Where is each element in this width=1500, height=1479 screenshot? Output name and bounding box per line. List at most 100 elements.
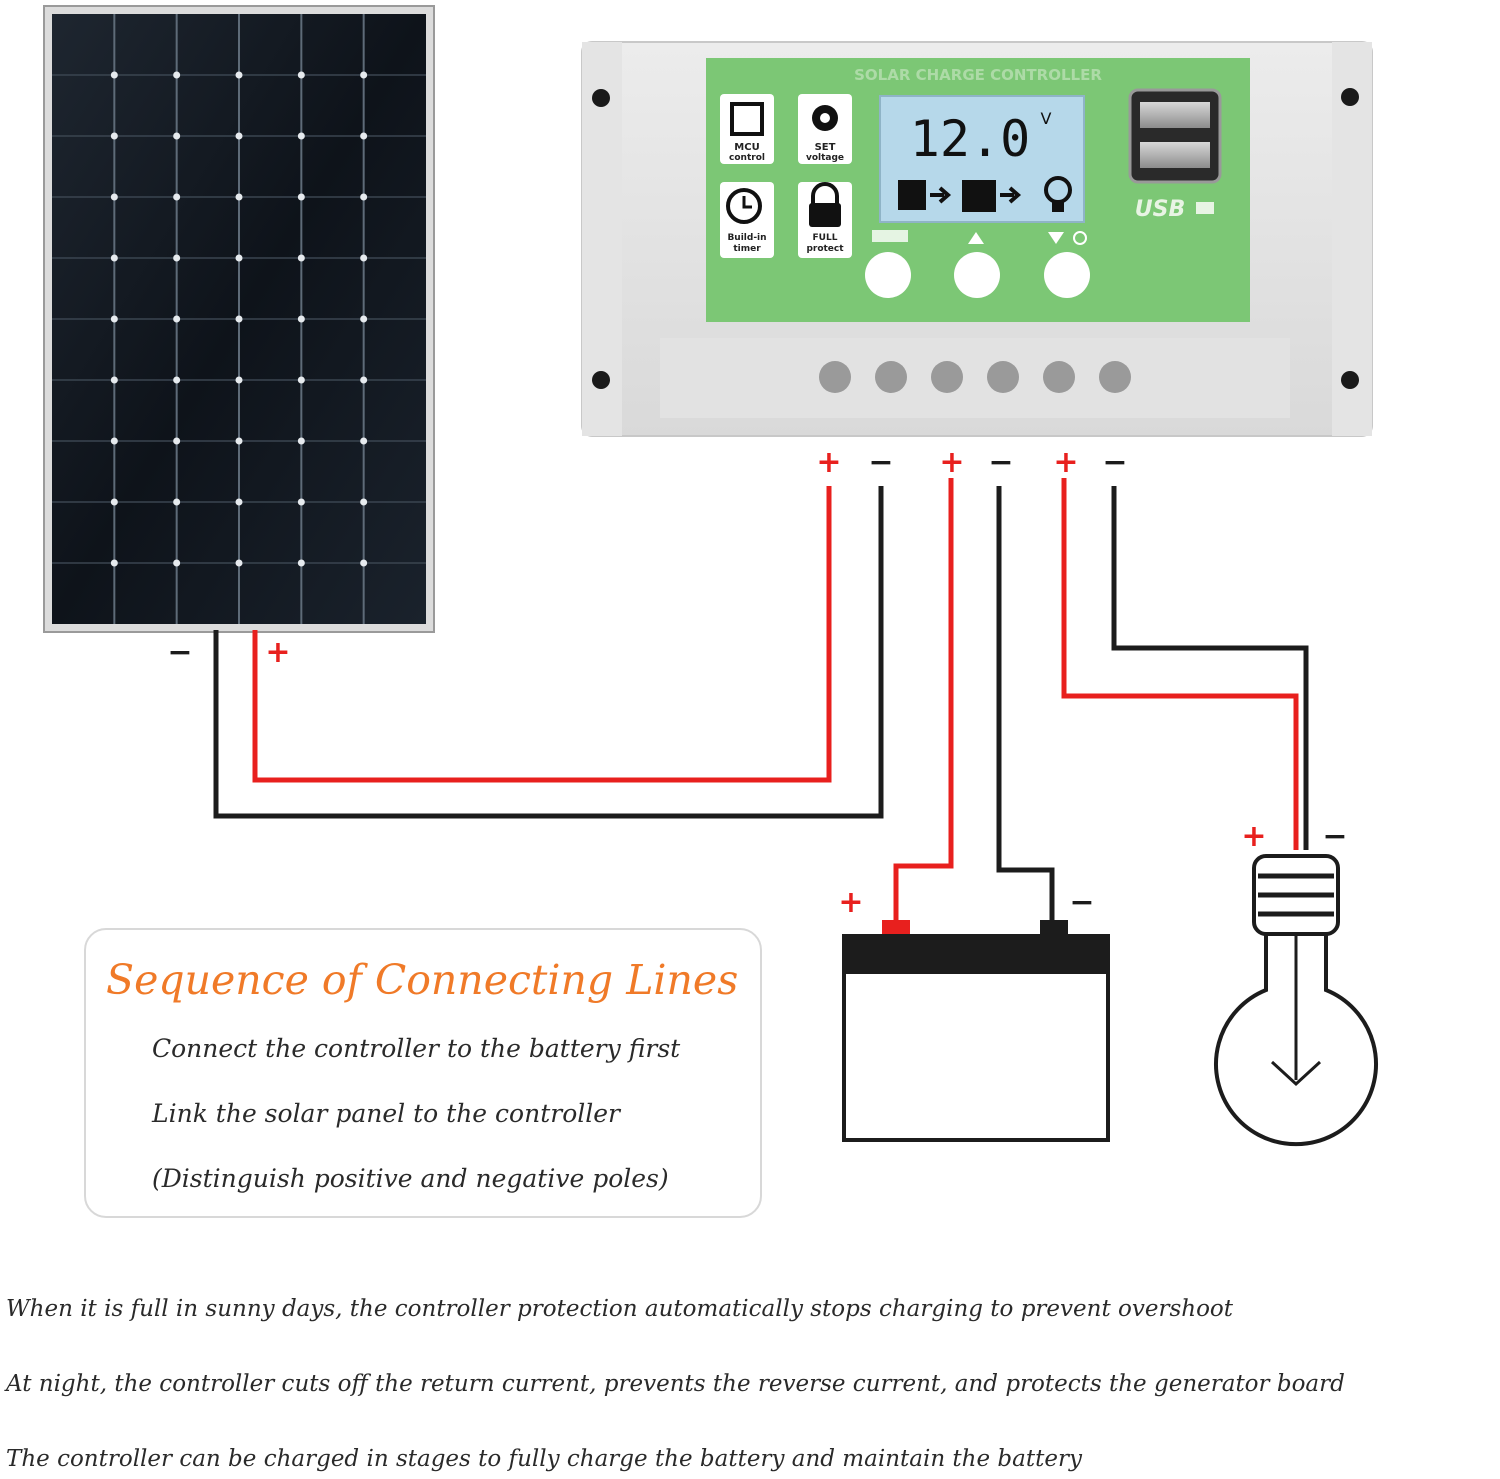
cell-corner-dot [235,132,243,140]
cell-corner-dot [235,254,243,262]
cell-corner-dot [235,315,243,323]
svg-text:voltage: voltage [806,153,844,163]
solar-panel [43,5,435,633]
bulb-sign-negative: − [1322,819,1347,854]
terminal-screw [819,361,851,393]
cell-corner-dot [235,376,243,384]
usb-port-1 [1140,102,1210,128]
terminal-screw [1099,361,1131,393]
note-line-2: At night, the controller cuts off the re… [6,1371,1345,1397]
battery-sign-positive: + [838,885,863,920]
svg-text:Build-in: Build-in [727,233,766,243]
cell-corner-dot [360,193,368,201]
cell-corner-dot [110,71,118,79]
mounting-hole [592,371,610,389]
usb-label: USB [1135,197,1185,222]
cell-corner-dot [110,498,118,506]
terminal-signs: + − + − + − [816,445,1127,480]
cell-corner-dot [173,254,181,262]
wire-panel-positive [252,486,832,783]
up-arrow-icon [968,232,984,244]
menu-icon [872,230,908,242]
svg-text:control: control [729,153,765,163]
terminal-sign-battery-pos: + [939,445,964,480]
wire-load-positive [1061,478,1299,850]
battery-positive-terminal [882,920,910,938]
mounting-hole [1341,88,1359,106]
cell-corner-dot [110,315,118,323]
svg-text:MCU: MCU [734,142,759,153]
voltage-unit: V [1041,109,1052,128]
mounting-hole [592,89,610,107]
cell-corner-dot [297,132,305,140]
wire-battery-negative [996,486,1055,924]
terminal-sign-panel-neg: − [868,445,893,480]
cell-corner-dot [360,498,368,506]
note-line-3: The controller can be charged in stages … [6,1446,1082,1472]
cell-corner-dot [360,376,368,384]
svg-text:SET: SET [815,142,836,153]
lock-icon [811,182,839,204]
wire-battery-positive [893,478,954,924]
clock-icon [726,188,762,224]
cell-corner-dot [110,132,118,140]
cell-corner-dot [235,71,243,79]
note-line-1: When it is full in sunny days, the contr… [6,1296,1234,1322]
battery-negative-terminal [1040,920,1068,938]
usb-plug-icon [1196,202,1214,214]
terminal-block [660,338,1290,418]
cell-corner-dot [360,559,368,567]
lcd-solar-icon [898,180,926,210]
lcd-battery-icon [962,180,996,212]
cell-corner-dot [173,376,181,384]
feature-timer: Build-in timer [720,182,774,258]
cell-corner-dot [360,254,368,262]
controller-right-flange [1332,42,1372,436]
cell-corner-dot [173,498,181,506]
cell-corner-dot [297,71,305,79]
down-arrow-icon [1048,232,1064,244]
cell-corner-dot [173,559,181,567]
terminal-sign-load-pos: + [1053,445,1078,480]
cell-corner-dot [110,376,118,384]
feature-set-voltage: SET voltage [798,94,852,164]
wire-panel-negative [213,486,884,819]
cell-corner-dot [360,315,368,323]
feature-mcu: MCU control [720,94,774,164]
cell-corner-dot [173,71,181,79]
bulb-filament [1270,1060,1322,1087]
cell-corner-dot [360,437,368,445]
mounting-hole [1341,371,1359,389]
light-bulb: + − [1214,819,1378,1147]
panel-sign-negative: − [167,635,192,670]
battery: + − [838,885,1110,1142]
cell-corner-dot [173,315,181,323]
wire-load-negative [1111,486,1309,850]
cell-corner-dot [110,559,118,567]
terminal-screw [875,361,907,393]
terminal-screw [1043,361,1075,393]
cell-corner-dot [297,193,305,201]
bulb-sign-positive: + [1241,819,1266,854]
cell-corner-dot [235,559,243,567]
cell-corner-dot [360,132,368,140]
cell-corner-dot [297,254,305,262]
voltage-readout: 12.0 [910,110,1030,168]
cell-corner-dot [235,193,243,201]
usb-ports: USB [1128,88,1222,222]
cell-corner-dot [297,376,305,384]
svg-text:protect: protect [806,244,844,254]
terminal-screws [819,361,1131,393]
card-title: Sequence of Connecting Lines [106,956,739,1004]
cell-corner-dot [360,71,368,79]
lcd-display: 12.0 V [879,95,1085,223]
battery-sign-negative: − [1069,885,1094,920]
cell-corner-dot [297,498,305,506]
connection-sequence-card: Sequence of Connecting Lines Connect the… [84,928,762,1218]
cell-corner-dot [173,437,181,445]
cell-corner-dot [110,254,118,262]
terminal-screw [931,361,963,393]
lcd-arrow-icon [930,186,952,204]
